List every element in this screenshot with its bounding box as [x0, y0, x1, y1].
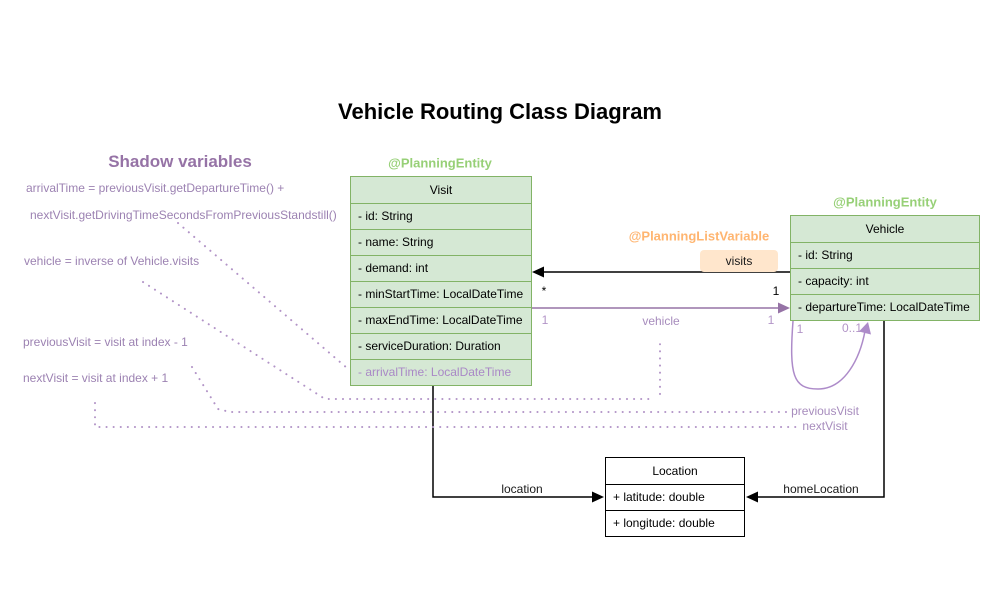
- next-visit-edge-label: nextVisit: [800, 419, 850, 433]
- visit-attribute-service-duration: - serviceDuration: Duration: [351, 333, 531, 359]
- vehicle-attribute-capacity: - capacity: int: [791, 268, 979, 294]
- visits-arrowhead: [532, 266, 544, 278]
- visit-attribute-name: - name: String: [351, 229, 531, 255]
- arrival-time-formula-line2: nextVisit.getDrivingTimeSecondsFromPrevi…: [30, 208, 337, 222]
- visit-attribute-demand: - demand: int: [351, 255, 531, 281]
- visits-multiplicity-many: *: [541, 284, 547, 298]
- vehicle-multiplicity-right: 1: [767, 313, 775, 327]
- self-loop-arrowhead: [859, 322, 871, 335]
- vehicle-arrowhead: [778, 302, 790, 314]
- visit-attribute-max-end-time: - maxEndTime: LocalDateTime: [351, 307, 531, 333]
- visit-attribute-min-start-time: - minStartTime: LocalDateTime: [351, 281, 531, 307]
- vehicle-formula: vehicle = inverse of Vehicle.visits: [24, 254, 200, 268]
- visit-attribute-arrival-time: - arrivalTime: LocalDateTime: [351, 359, 531, 385]
- location-attribute-latitude: + latitude: double: [606, 484, 744, 510]
- home-location-edge-label: homeLocation: [781, 482, 861, 496]
- vehicle-dotted-connector: [142, 281, 661, 400]
- next-visit-formula: nextVisit = visit at index + 1: [23, 371, 169, 385]
- arrival-time-formula-line1: arrivalTime = previousVisit.getDeparture…: [26, 181, 285, 195]
- vehicle-multiplicity-left: 1: [541, 313, 549, 327]
- loop-multiplicity-one: 1: [796, 322, 804, 336]
- vehicle-attribute-departure-time: - departureTime: LocalDateTime: [791, 294, 979, 320]
- planning-list-variable-annotation: @PlanningListVariable: [628, 228, 770, 244]
- visits-badge: visits: [700, 250, 778, 272]
- location-attribute-longitude: + longitude: double: [606, 510, 744, 536]
- location-class[interactable]: Location + latitude: double + longitude:…: [605, 457, 745, 537]
- self-loop-arrow-line: [790, 320, 866, 390]
- visit-class-name: Visit: [429, 183, 453, 197]
- location-edge-label: location: [499, 482, 545, 496]
- vehicle-attribute-id: - id: String: [791, 242, 979, 268]
- next-visit-dotted-connector: [94, 402, 797, 428]
- home-location-arrow-line: [754, 321, 885, 498]
- vehicle-class[interactable]: Vehicle - id: String - capacity: int - d…: [790, 215, 980, 321]
- visit-attribute-id: - id: String: [351, 203, 531, 229]
- visits-multiplicity-one: 1: [772, 284, 780, 298]
- location-arrowhead: [592, 491, 604, 503]
- vehicle-class-name: Vehicle: [865, 222, 905, 236]
- vehicle-planning-entity-annotation: @PlanningEntity: [833, 194, 937, 210]
- shadow-variables-title: Shadow variables: [108, 152, 252, 171]
- previous-visit-formula: previousVisit = visit at index - 1: [23, 335, 188, 349]
- home-location-arrowhead: [746, 491, 758, 503]
- visit-class[interactable]: Visit - id: String - name: String - dema…: [350, 176, 532, 386]
- visit-planning-entity-annotation: @PlanningEntity: [388, 155, 492, 171]
- page-title: Vehicle Routing Class Diagram: [338, 99, 662, 124]
- arrival-time-dotted-connector: [177, 222, 348, 369]
- location-class-name: Location: [652, 464, 698, 478]
- location-arrow-line: [432, 386, 596, 498]
- loop-multiplicity-zero-one: 0..1: [841, 321, 863, 335]
- previous-visit-edge-label: previousVisit: [789, 404, 861, 418]
- vehicle-edge-label: vehicle: [640, 314, 682, 328]
